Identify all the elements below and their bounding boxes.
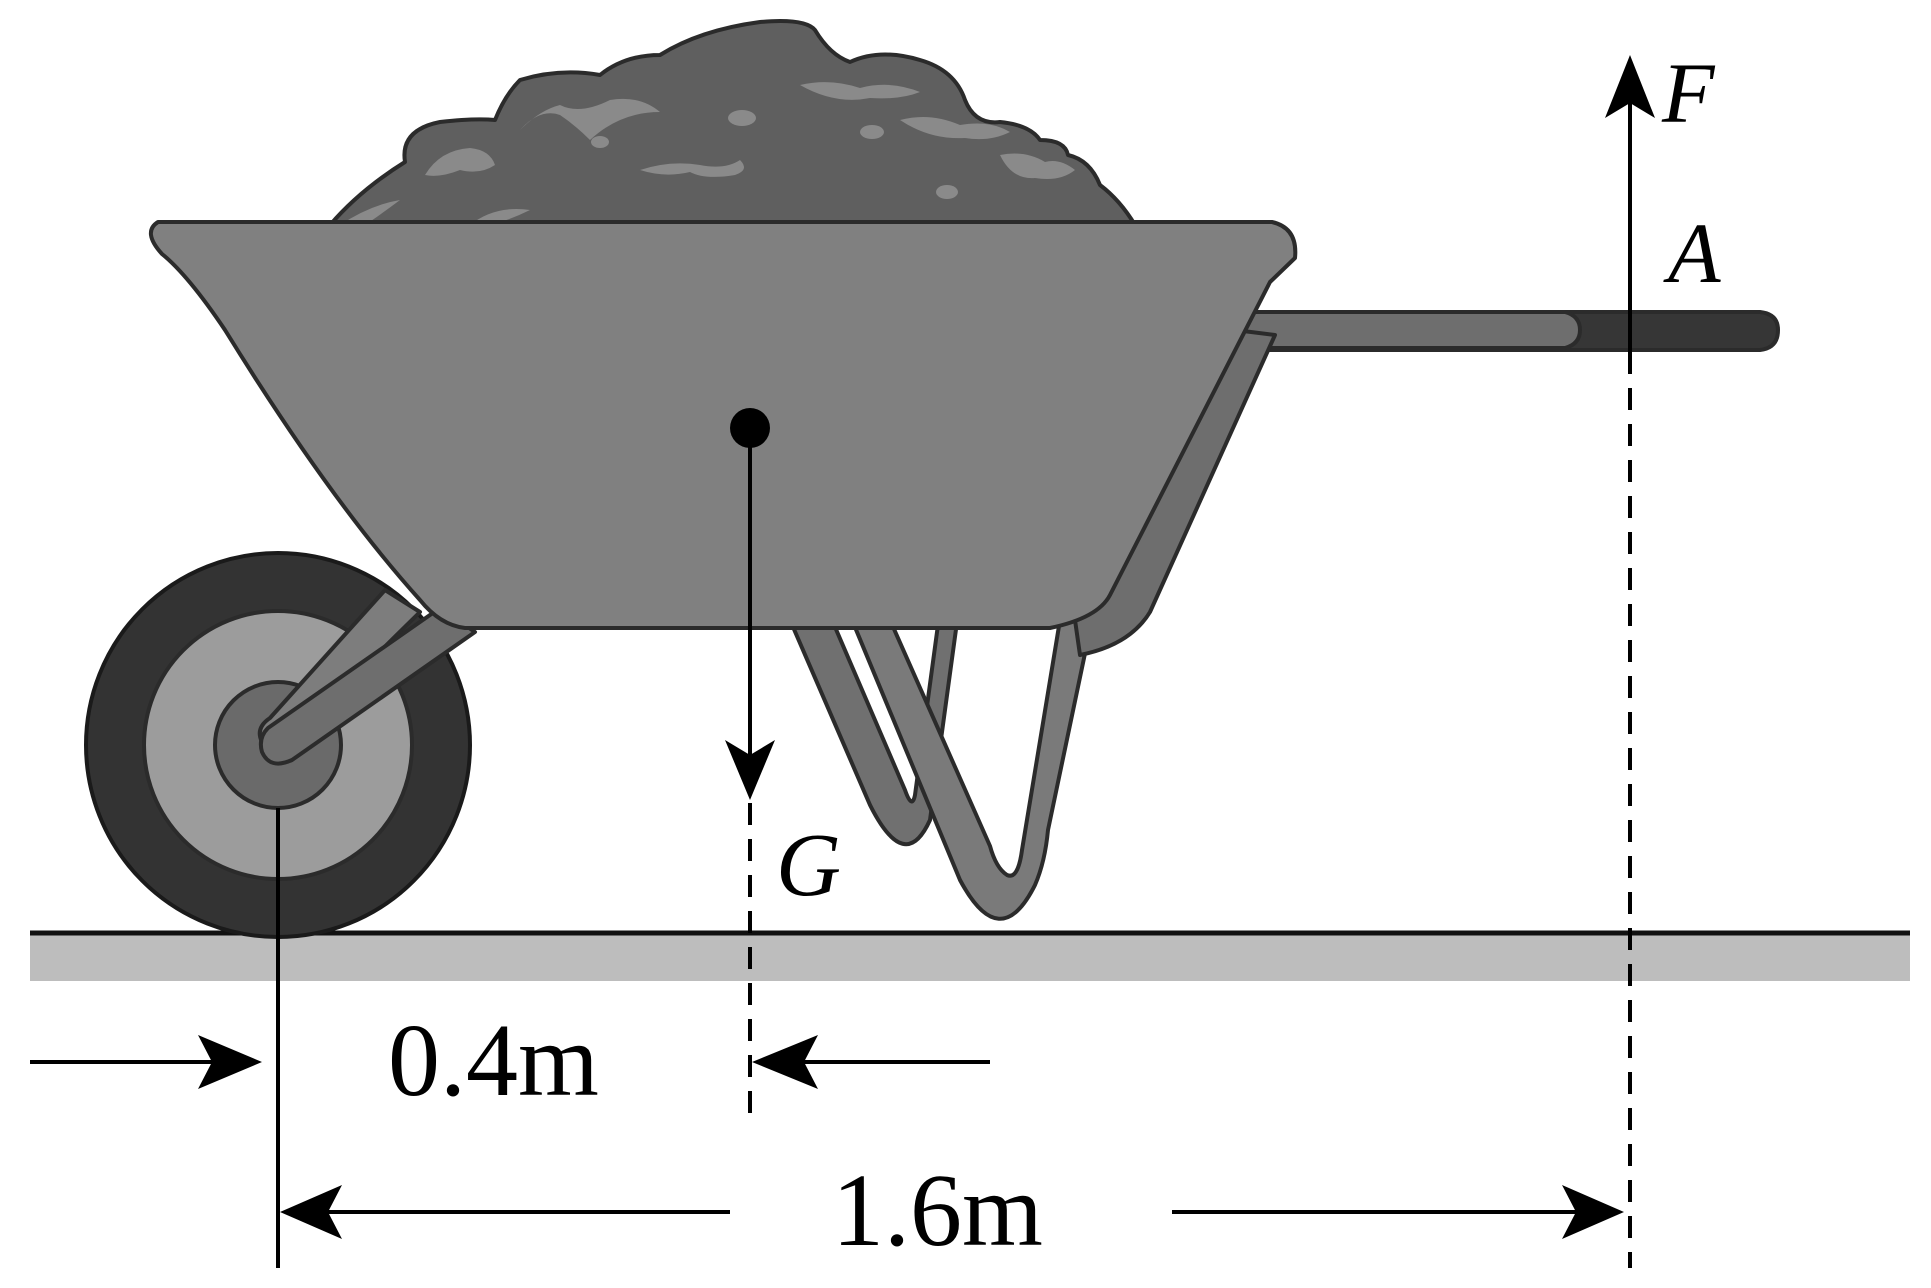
distance-1-6m-label: 1.6m bbox=[832, 1153, 1043, 1268]
axle-bracket bbox=[258, 606, 477, 766]
frame-strut bbox=[1073, 328, 1277, 657]
tray bbox=[149, 220, 1298, 630]
force-arrowhead bbox=[1605, 55, 1655, 118]
handle bbox=[1223, 310, 1780, 352]
rear-legs bbox=[788, 598, 1094, 921]
dimension-0-4m bbox=[30, 1035, 990, 1089]
dimension-1-6m bbox=[280, 1185, 1624, 1239]
force-label: F bbox=[1661, 45, 1716, 141]
load-of-dirt bbox=[328, 19, 1137, 227]
ground-strip bbox=[30, 935, 1910, 981]
distance-0-4m-label: 0.4m bbox=[388, 1003, 599, 1118]
gravity-arrowhead bbox=[725, 740, 775, 800]
gravity-label: G bbox=[776, 816, 841, 915]
point-a-label: A bbox=[1663, 205, 1721, 301]
